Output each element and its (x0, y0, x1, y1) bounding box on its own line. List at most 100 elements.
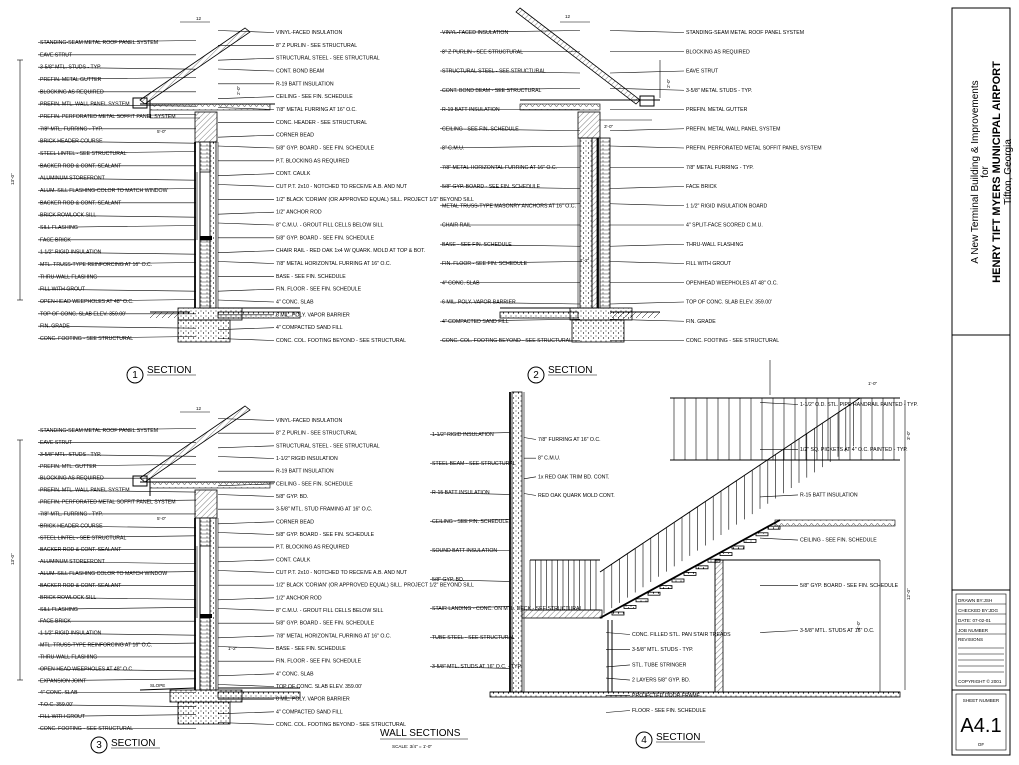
s1R-note: CHAIR RAIL - RED OAK 1x4 W/ QUARK. MOLD … (276, 248, 425, 254)
revisions-label: REVISIONS (958, 637, 983, 642)
s1R-leader (217, 30, 275, 33)
s2R-leader (609, 243, 685, 247)
s3R-leader (217, 532, 275, 535)
s1R-note: STRUCTURAL STEEL - SEE STRUCTURAL (276, 56, 380, 62)
s4R-leader (759, 402, 799, 405)
s3R-leader (217, 673, 275, 677)
s1R-note: 1/2" BLACK 'CORIAN' (OR APPROVED EQUAL) … (276, 197, 474, 203)
s1R-note: 4" CONC. SLAB (276, 300, 314, 306)
s2R-leader (609, 261, 685, 264)
s2R-note: 1 1/2" RIGID INSULATION BOARD (686, 203, 768, 209)
s1R-leader (217, 327, 275, 330)
s1R-leader (217, 261, 275, 264)
stair-tread (743, 539, 757, 543)
s4B-note: FLOOR - SEE FIN. SCHEDULE (632, 708, 706, 714)
s2R-note: TOP OF CONC. SLAB ELEV. 359.00' (686, 300, 772, 306)
section-tag-1[interactable]: 1 SECTION (126, 365, 196, 384)
s3L-leader (37, 499, 197, 503)
s1R-note: CONC. HEADER - SEE STRUCTURAL (276, 120, 367, 126)
s4R-note: 5/8" GYP. BOARD - SEE FIN. SCHEDULE (800, 583, 899, 589)
s1R-note: P.T. BLOCKING AS REQUIRED (276, 158, 350, 164)
s3R-leader (217, 597, 275, 601)
s1R-leader (217, 288, 275, 292)
s3R-leader (217, 494, 275, 497)
title-block: A New Terminal Building & Improvements f… (951, 7, 1014, 756)
s3L-note: BACKER ROD & CONT. SEALANT (40, 583, 122, 589)
s2R-note: OPENHEAD WEEPHOLES AT 48" O.C. (686, 280, 778, 286)
s4R-note: 1-1/2" O.D. STL. PIPE HANDRAIL PAINTED -… (800, 402, 918, 408)
s2L-note: VINYL-FACED INSULATION (442, 30, 508, 36)
s3L-leader (37, 489, 197, 493)
s3R-leader (217, 711, 275, 715)
s3L-note: BACKER ROD & CONT. SEALANT (40, 547, 122, 553)
section-tag-4[interactable]: 4 SECTION (635, 731, 705, 749)
s2R-leader (609, 70, 685, 74)
s2R-note: STANDING-SEAM METAL ROOF PANEL SYSTEM (686, 30, 804, 36)
s3L-leader (37, 704, 197, 707)
s4B-leader (605, 632, 631, 635)
s2R-leader (609, 128, 685, 132)
s3R-note: 5/8" GYP. BOARD - SEE FIN. SCHEDULE (276, 532, 375, 538)
s1L-note: FACE BRICK (40, 237, 71, 243)
s2L-leader (439, 261, 581, 264)
s2R-note: EAVE STRUT (686, 69, 719, 75)
s3R-note: TOP OF CONC. SLAB ELEV. 359.00' (276, 684, 362, 690)
s3R-note: 5/8" GYP. BD. (276, 494, 308, 500)
s1L-note: BLOCKING AS REQUIRED (40, 89, 104, 95)
s3R-note: 4" COMPACTED SAND FILL (276, 709, 343, 715)
s2R-note: PREFIN. METAL WALL PANEL SYSTEM (686, 126, 780, 132)
s3R-note: CORNER BEAD (276, 519, 314, 525)
s3L-leader (37, 607, 197, 610)
s2R-note: 7/8" METAL FURRING - TYP. (686, 165, 754, 171)
section-3-drawing: SLOPE 13'-0" 12 5'-0" 1'-2" (10, 405, 301, 725)
section-1-left-notes: STANDING-SEAM METAL ROOF PANEL SYSTEMEAV… (37, 40, 197, 342)
s2R-note: FIN. GRADE (686, 319, 716, 325)
section-tag-2[interactable]: 2 SECTION (527, 365, 597, 384)
s1R-note: R-19 BATT INSULATION (276, 81, 334, 87)
s1R-note: 4" COMPACTED SAND FILL (276, 325, 343, 331)
section-3-label: SECTION (111, 738, 155, 749)
s3L-note: EAVE STRUT (40, 440, 73, 446)
s2L-leader (439, 318, 581, 322)
s1L-leader (37, 66, 197, 70)
s2L-leader (439, 243, 581, 247)
section-3-left-notes: STANDING-SEAM METAL ROOF PANEL SYSTEMEAV… (37, 428, 197, 732)
s3R-note: CONC. COL. FOOTING BEYOND - SEE STRUCTUR… (276, 722, 406, 728)
s3R-leader (217, 684, 275, 687)
s4R-leader (759, 537, 799, 541)
section-4-mid-notes: 7/8" FURRING AT 16" O.C.8" C.M.U.1x RED … (523, 437, 615, 499)
s3R-note: CUT P.T. 2x10 - NOTCHED TO RECEIVE A.B. … (276, 570, 408, 576)
s2L-note: CHAIR RAIL (442, 223, 471, 229)
section-4-bottom-notes: CONC. FILLED STL. PAN STAIR TREADS3-5/8"… (605, 632, 731, 714)
s4R-leader (759, 494, 799, 498)
s3R-note: 1/2" ANCHOR ROD (276, 595, 322, 601)
s3L-leader (37, 561, 197, 564)
s1R-note: 5/8" GYP. BOARD - SEE FIN. SCHEDULE (276, 235, 375, 241)
s4L-leader (429, 579, 511, 582)
s4B-note: CONC. FILLED STL. PAN STAIR TREADS (632, 632, 731, 638)
s1L-note: THRU-WALL FLASHING (40, 274, 97, 280)
s1L-leader (37, 114, 197, 117)
s1L-note: STEEL LINTEL - SEE STRUCTURAL (40, 151, 126, 157)
section-2-right-notes: STANDING-SEAM METAL ROOF PANEL SYSTEMBLO… (609, 30, 822, 344)
s1R-leader (217, 338, 275, 341)
slope-label: SLOPE (150, 683, 165, 688)
s1L-leader (37, 336, 197, 339)
s2R-leader (609, 318, 685, 322)
s1L-leader (37, 40, 197, 43)
s4L-leader (429, 492, 511, 495)
s4L-note: STAIR LANDING - CONC. ON MTL. DECK - SEE… (432, 606, 582, 612)
project-title-line2: for (980, 165, 991, 177)
copyright: COPYRIGHT © 2001 (958, 678, 1002, 684)
section-tag-3[interactable]: 3 SECTION (90, 736, 160, 754)
s1L-note: TOP OF CONC. SLAB ELEV. 359.00' (40, 311, 126, 317)
s4L-note: 3-5/8" MTL. STUDS AT 16" O.C. - TYP. (432, 664, 522, 670)
s3R-leader (217, 483, 275, 487)
s3R-note: 3-5/8" MTL. STUD FRAMING AT 16" O.C. (276, 507, 372, 513)
s1R-leader (217, 173, 275, 176)
dim-13-0: 13'-0" (10, 173, 15, 185)
s3L-leader (37, 525, 197, 529)
drawing-date: DATE: 07-02-01 (958, 618, 991, 623)
sheet-number: A4.1 (960, 715, 1001, 737)
s1R-note: FIN. FLOOR - SEE FIN. SCHEDULE (276, 287, 362, 293)
